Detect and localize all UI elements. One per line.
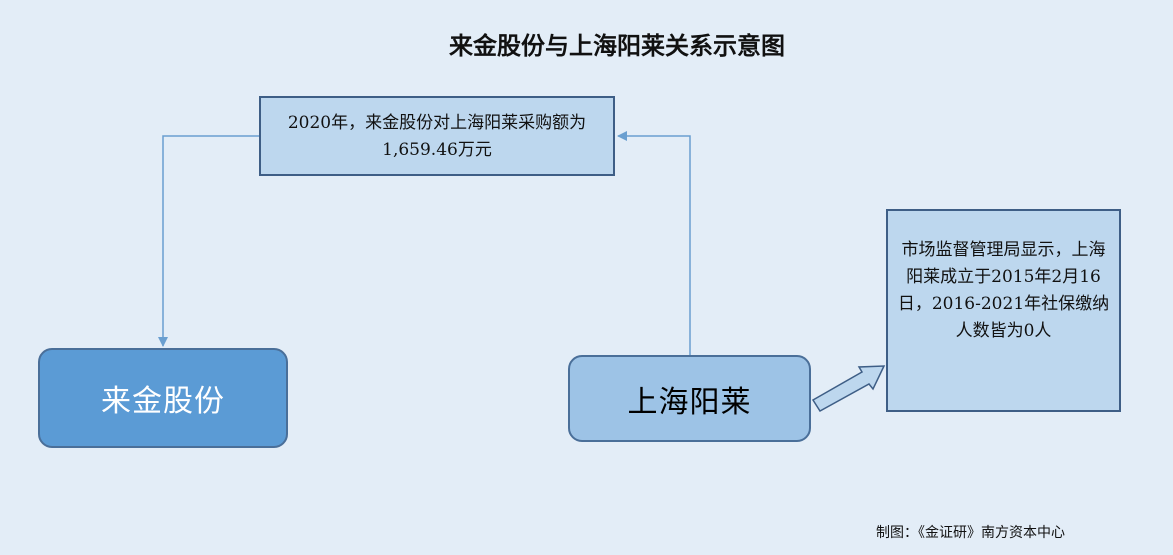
- purchase-amount-note: 2020年，来金股份对上海阳莱采购额为1,659.46万元: [259, 96, 615, 176]
- connector-right-entity-to-note: [617, 131, 691, 355]
- entity-laijin: 来金股份: [38, 348, 288, 448]
- connector-note-to-left-entity: [158, 135, 259, 347]
- diagram-title: 来金股份与上海阳莱关系示意图: [449, 31, 785, 60]
- registration-info-note: 市场监督管理局显示，上海阳莱成立于2015年2月16日，2016-2021年社保…: [886, 209, 1121, 412]
- entity-shanghai-yanglai: 上海阳莱: [568, 355, 811, 442]
- block-arrow-right-entity-to-note: [811, 365, 886, 412]
- chart-credit: 制图：《金证研》南方资本中心: [876, 525, 1065, 541]
